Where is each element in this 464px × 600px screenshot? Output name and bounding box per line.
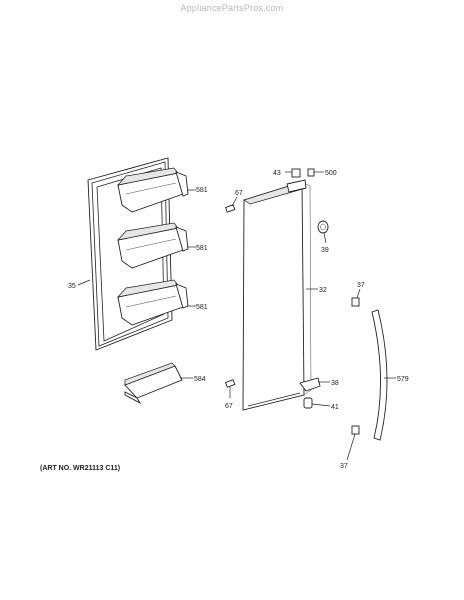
door-bin-top xyxy=(117,167,189,213)
bottom-door-bin xyxy=(124,362,183,405)
top-hinge-part xyxy=(291,168,301,178)
callout-handle-screw-top: 37 xyxy=(357,282,365,289)
freezer-door xyxy=(242,179,312,411)
hinge-pin xyxy=(307,168,315,177)
callout-door: 32 xyxy=(319,287,327,294)
door-stop xyxy=(317,220,329,234)
art-number: (ART NO. WR21113 C11) xyxy=(40,465,121,472)
callout-roller: 41 xyxy=(331,404,339,411)
callout-gasket: 35 xyxy=(68,283,76,290)
callout-hinge-pin: 500 xyxy=(325,170,337,177)
callout-bracket-bot: 38 xyxy=(331,380,339,387)
callout-stop: 39 xyxy=(321,247,329,254)
callout-bin-bot: 581 xyxy=(196,304,208,311)
roller xyxy=(303,397,313,409)
callout-handle-screw-bot: 37 xyxy=(340,463,348,470)
door-bin-mid xyxy=(117,222,189,269)
callout-bin-mid: 581 xyxy=(196,245,208,252)
callout-cap-bot: 67 xyxy=(225,403,233,410)
cap-top xyxy=(224,204,236,213)
door-handle xyxy=(371,309,388,441)
callout-handle: 579 xyxy=(397,376,409,383)
callout-bottom-bin: 584 xyxy=(194,376,206,383)
callout-hinge-part: 43 xyxy=(273,170,281,177)
cap-bottom xyxy=(224,379,236,388)
leader-lines xyxy=(77,171,396,461)
callout-cap-top: 67 xyxy=(235,190,243,197)
watermark: AppliancePartsPros.com xyxy=(180,3,284,13)
handle-screw-top xyxy=(351,297,360,307)
callout-bin-top: 581 xyxy=(196,187,208,194)
bottom-hinge-bracket xyxy=(299,377,321,392)
handle-screw-bottom xyxy=(351,425,360,435)
door-bin-bot xyxy=(117,279,189,326)
